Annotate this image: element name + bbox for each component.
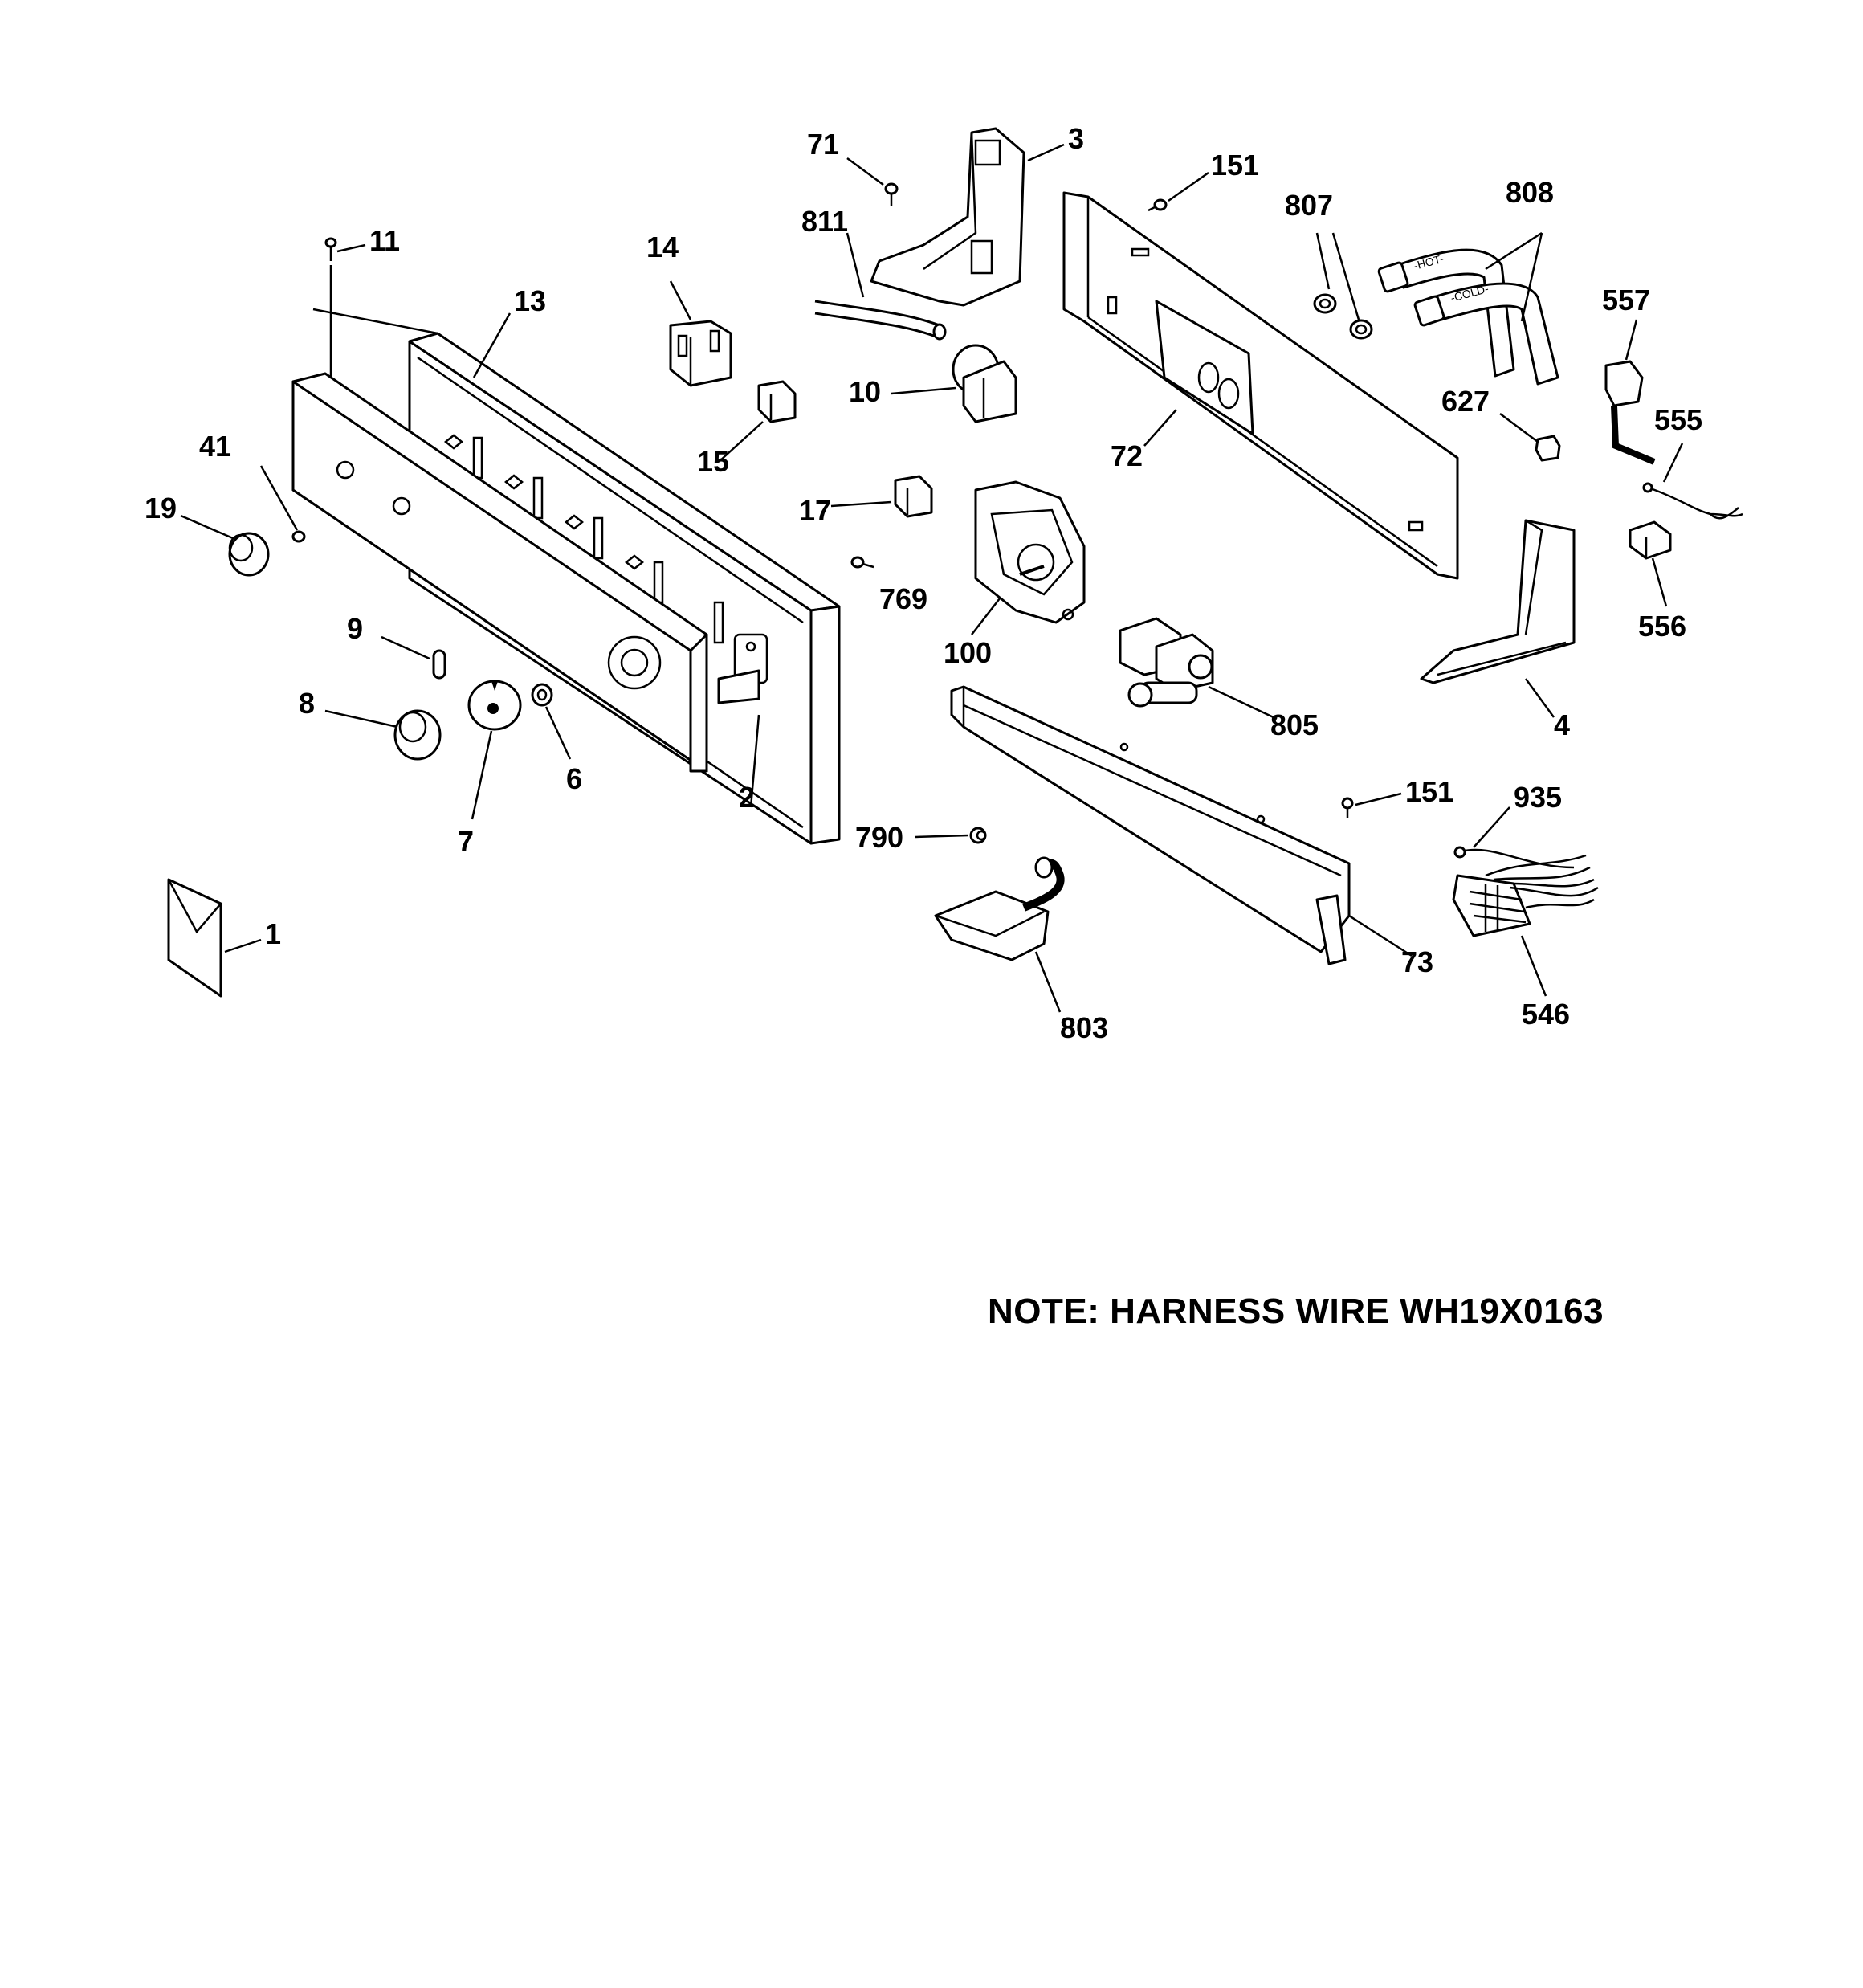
part-9-spring: [432, 649, 446, 680]
part-73-lower-rail: [950, 685, 1351, 965]
part-15-switch: [669, 320, 732, 387]
callout-151-top: 151: [1211, 149, 1259, 182]
callout-790: 790: [855, 821, 903, 854]
part-790-clamp: [969, 827, 987, 844]
callout-41: 41: [199, 430, 231, 463]
callout-811: 811: [801, 205, 848, 238]
callout-19: 19: [145, 492, 177, 525]
part-11-screw: [324, 237, 337, 261]
callout-11: 11: [369, 224, 400, 257]
callout-935: 935: [1514, 781, 1562, 814]
leader-13-top: [312, 308, 438, 335]
callout-556: 556: [1638, 610, 1686, 643]
callout-151-bottom: 151: [1405, 775, 1453, 808]
callout-803: 803: [1060, 1011, 1108, 1044]
part-3-endcap-bracket: [870, 127, 1025, 307]
part-8-knob: [393, 709, 442, 761]
callout-10: 10: [849, 375, 881, 408]
callout-3: 3: [1068, 122, 1084, 155]
part-17-switch: [757, 380, 797, 423]
part-7-dial: [467, 680, 522, 731]
part-151-screw-b: [1341, 797, 1354, 818]
part-803-sensor: [934, 856, 1065, 961]
part-4-endcap-right: [1420, 519, 1576, 684]
part-1-manual-envelope: [167, 878, 222, 998]
part-811-hose: [814, 300, 940, 327]
part-100-timer: [974, 480, 1086, 624]
callout-555: 555: [1654, 403, 1702, 436]
part-72-rear-panel: [1062, 191, 1459, 580]
callout-73: 73: [1401, 945, 1433, 978]
callout-808: 808: [1506, 176, 1554, 209]
part-10-pressure-switch: [952, 344, 1017, 423]
callout-14: 17: [799, 494, 831, 527]
callout-100: 100: [944, 636, 992, 669]
callout-15: 14: [646, 231, 679, 263]
part-556-connector: [1629, 520, 1672, 560]
callout-17: 15: [697, 445, 729, 478]
callout-9: 9: [347, 612, 363, 645]
leader-lines: [180, 143, 1684, 1013]
callout-1: 1: [265, 917, 281, 950]
part-808-inlet-hoses: -HOT- -COLD-: [1377, 248, 1559, 386]
part-769-screw: [850, 556, 874, 569]
part-935-harness-wires: [1453, 846, 1599, 909]
harness-note: NOTE: HARNESS WIRE WH19X0163: [988, 1292, 1604, 1331]
part-19-knob: [228, 532, 270, 577]
part-627-plug: [1535, 435, 1561, 462]
callout-2: 2: [739, 781, 755, 814]
callout-72: 72: [1111, 439, 1143, 472]
part-807-washers: [1313, 293, 1373, 340]
part-6-ring: [531, 683, 553, 707]
callout-805: 805: [1270, 708, 1319, 741]
callout-7: 7: [458, 825, 474, 858]
callout-627: 627: [1441, 385, 1490, 418]
part-151-screw-a: [1148, 198, 1168, 212]
part-71-screw: [884, 182, 899, 206]
callout-6: 6: [566, 762, 582, 795]
part-14-switch: [894, 475, 933, 518]
callout-769: 769: [879, 582, 927, 615]
callout-4: 4: [1554, 708, 1570, 741]
callout-807: 807: [1285, 189, 1333, 222]
callout-71: 71: [807, 128, 839, 161]
callout-546: 546: [1522, 998, 1570, 1031]
part-2-control-panel: [291, 372, 760, 773]
part-546-harness-block: [1452, 874, 1531, 937]
part-557-connector: [1604, 360, 1656, 465]
callout-labels: 11 13 41 19 9 8 7 6 2 1 14 15 17 769 811…: [145, 122, 1702, 1044]
part-555-wire: [1642, 482, 1743, 520]
callout-13: 13: [514, 284, 546, 317]
callout-8: 8: [299, 687, 315, 720]
part-805-water-valve: [1119, 617, 1214, 708]
part-41-clip: [291, 530, 306, 543]
callout-557: 557: [1602, 284, 1650, 316]
